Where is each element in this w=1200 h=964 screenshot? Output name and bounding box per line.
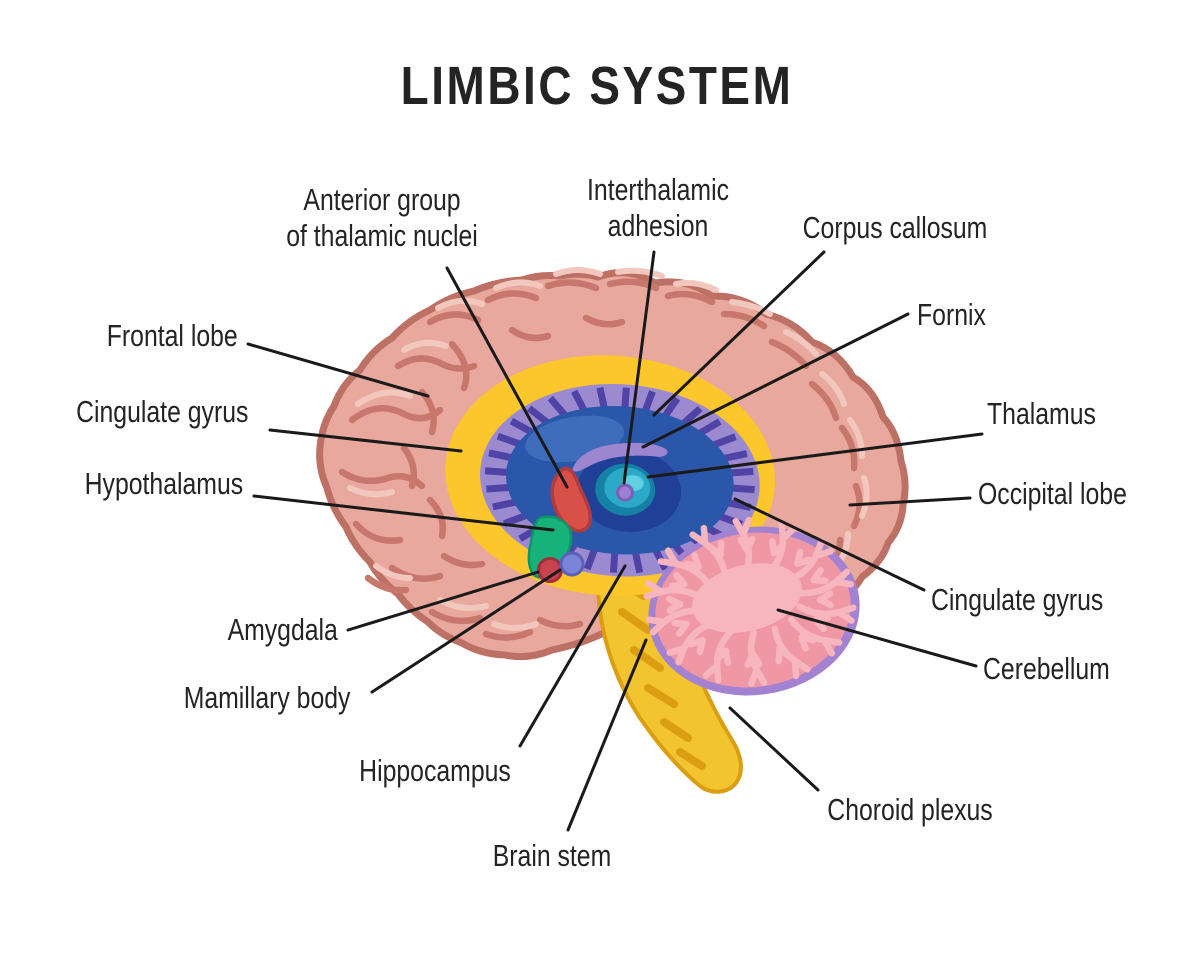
label-anterior-group: Anterior group of thalamic nuclei (286, 182, 478, 253)
leader-occipital-lobe (848, 496, 972, 507)
leader-cerebellum (776, 608, 978, 668)
label-cingulate-gyrus-right: Cingulate gyrus (931, 582, 1104, 617)
leader-thalamus (646, 432, 984, 479)
label-mamillary-body: Mamillary body (183, 680, 350, 715)
leader-frontal-lobe (246, 342, 430, 398)
label-thalamus: Thalamus (987, 396, 1096, 431)
leader-cingulate-gyrus-right (733, 497, 926, 592)
label-occipital-lobe: Occipital lobe (978, 476, 1127, 511)
leader-choroid-plexus (728, 706, 820, 792)
page-title: LIMBIC SYSTEM (400, 56, 794, 116)
label-hippocampus: Hippocampus (359, 753, 511, 788)
anterior-thalamic-nuclei-shape (550, 466, 593, 533)
label-brain-stem: Brain stem (492, 838, 612, 873)
leader-hypothalamus (252, 494, 555, 532)
label-frontal-lobe: Frontal lobe (107, 318, 238, 353)
leader-hippocampus (518, 564, 627, 748)
cerebellum-core (692, 563, 802, 633)
leader-interthalamic-adhesion (622, 250, 656, 485)
label-interthalamic-adhesion: Interthalamic adhesion (587, 172, 729, 243)
leader-lines (246, 250, 984, 832)
leader-brain-stem (566, 638, 648, 832)
label-choroid-plexus: Choroid plexus (827, 792, 993, 827)
label-fornix: Fornix (917, 297, 986, 332)
leader-mamillary-body (370, 568, 562, 694)
label-hypothalamus: Hypothalamus (84, 466, 243, 501)
leader-cingulate-gyrus-left (268, 428, 463, 453)
cerebellum-branches (643, 516, 857, 688)
interthalamic-adhesion-shape (616, 483, 635, 502)
fornix-shape (572, 442, 668, 472)
label-amygdala: Amygdala (227, 612, 338, 647)
mamillary-body-shape (559, 551, 585, 577)
label-corpus-callosum: Corpus callosum (802, 210, 988, 245)
leader-amygdala (346, 570, 540, 632)
label-cingulate-gyrus-left: Cingulate gyrus (75, 394, 248, 429)
leader-fornix (641, 312, 910, 449)
leader-anterior-group (445, 266, 569, 489)
label-cerebellum: Cerebellum (983, 651, 1110, 686)
leader-corpus-callosum (652, 250, 826, 417)
